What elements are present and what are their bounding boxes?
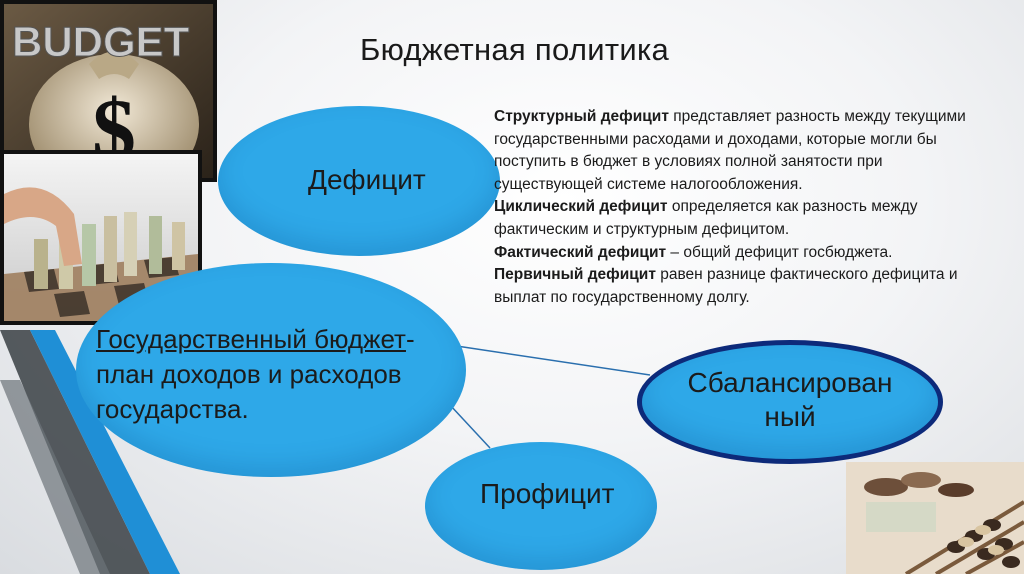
description-term: Первичный дефицит xyxy=(494,266,656,284)
profit-ellipse xyxy=(425,442,657,570)
description-paragraph: Циклический дефицит определяется как раз… xyxy=(494,196,984,241)
balanced-label: Сбалансирован ный xyxy=(640,366,940,434)
balanced-label-line2: ный xyxy=(764,401,816,432)
description-term: Структурный дефицит xyxy=(494,108,669,125)
description-paragraph: Структурный дефицит представляет разност… xyxy=(494,106,984,196)
description-term: Фактический дефицит xyxy=(494,243,667,261)
state-budget-label: Государственный бюджет-план доходов и ра… xyxy=(96,322,456,427)
balanced-label-line1: Сбалансирован xyxy=(687,367,893,398)
description-paragraph: Фактический дефицит – общий дефицит госб… xyxy=(494,242,984,265)
deficit-label: Дефицит xyxy=(308,164,426,195)
state-budget-term: Государственный бюджет xyxy=(96,324,406,354)
description-text: – общий дефицит госбюджета. xyxy=(666,243,893,261)
description-text: определяется как разность между фактичес… xyxy=(494,198,918,238)
profit-label: Профицит xyxy=(480,478,615,509)
deficit-description: Структурный дефицит представляет разност… xyxy=(494,106,984,309)
state-budget-definition: -план доходов и расходов государства. xyxy=(96,324,415,424)
deficit-ellipse xyxy=(218,106,500,256)
state-budget-ellipse xyxy=(76,263,466,477)
budget-money-bag-icon: $ BUDGET xyxy=(4,4,213,178)
balanced-ellipse xyxy=(637,340,943,464)
budget-caption: BUDGET xyxy=(12,18,190,65)
abacus-coins-icon xyxy=(846,462,1024,574)
slide-title: Бюджетная политика xyxy=(360,32,670,67)
abacus-photo xyxy=(846,462,1024,574)
description-text: представляет разность между текущими гос… xyxy=(494,108,966,193)
description-text: равен разнице фактического дефицита и вы… xyxy=(494,266,958,306)
budget-photo: $ BUDGET xyxy=(0,0,217,182)
description-term: Циклический дефицит xyxy=(494,198,668,216)
description-paragraph: Первичный дефицит равен разнице фактичес… xyxy=(494,264,984,309)
